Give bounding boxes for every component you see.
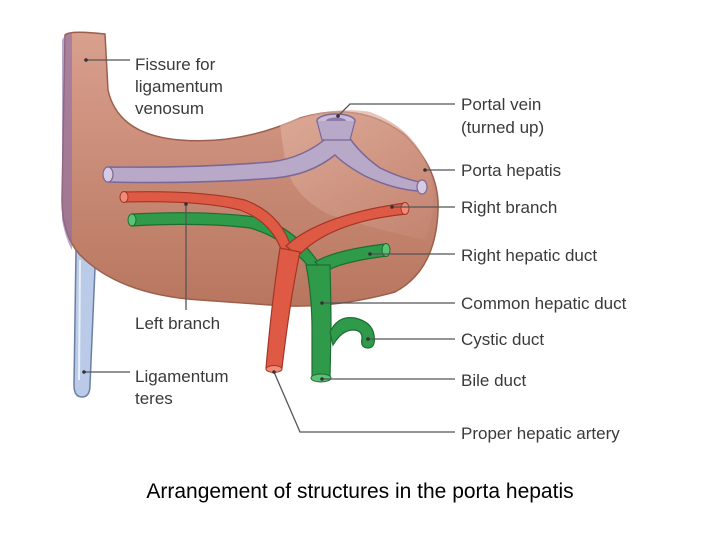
- label-left-branch: Left branch: [135, 314, 220, 333]
- hepatic-artery: [119, 191, 410, 373]
- label-right-branch: Right branch: [461, 198, 557, 217]
- leader-dots: [82, 58, 427, 381]
- label-fissure-2: ligamentum: [135, 77, 223, 96]
- label-porta-hepatis: Porta hepatis: [461, 161, 561, 180]
- label-ligamentum-teres-1: Ligamentum: [135, 367, 229, 386]
- label-fissure-1: Fissure for: [135, 55, 216, 74]
- portal-vein: [102, 113, 428, 195]
- label-right-hepatic-duct: Right hepatic duct: [461, 246, 597, 265]
- ligamentum-teres: [73, 244, 97, 398]
- label-common-hepatic-duct: Common hepatic duct: [461, 294, 627, 313]
- leader-portal-vein: [337, 103, 455, 117]
- leader-proper-hepatic-artery: [273, 371, 455, 433]
- label-bile-duct: Bile duct: [461, 371, 526, 390]
- porta-hepatis-diagram: Fissure for ligamentum venosum Portal ve…: [61, 31, 627, 443]
- leader-lines: [84, 59, 455, 433]
- label-cystic-duct: Cystic duct: [461, 330, 544, 349]
- label-fissure-3: venosum: [135, 99, 204, 118]
- figure-caption: Arrangement of structures in the porta h…: [146, 480, 574, 503]
- label-ligamentum-teres-2: teres: [135, 389, 173, 408]
- label-proper-hepatic-artery: Proper hepatic artery: [461, 424, 620, 443]
- label-portal-vein-2: (turned up): [461, 118, 544, 137]
- fissure-ligamentum-venosum: [62, 33, 72, 250]
- label-portal-vein-1: Portal vein: [461, 95, 541, 114]
